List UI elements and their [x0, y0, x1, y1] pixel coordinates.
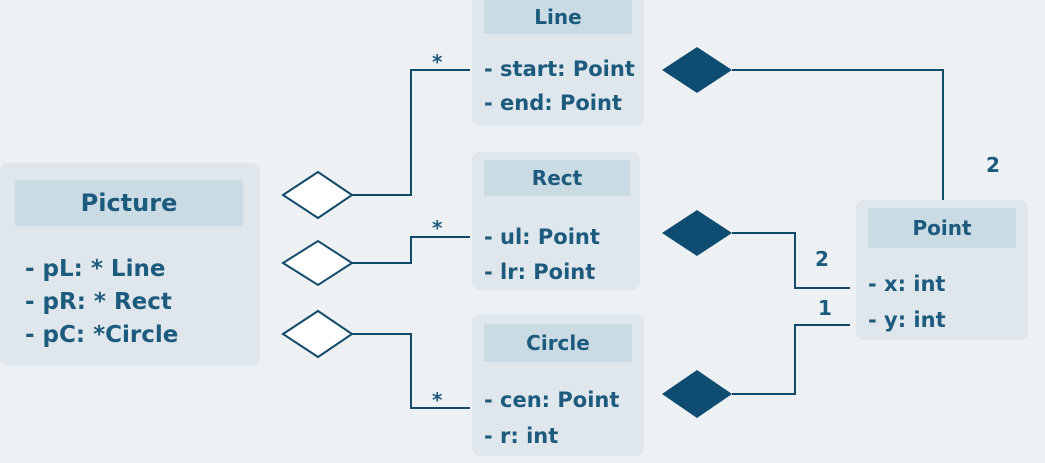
class-picture: Picture - pL: * Line - pR: * Rect - pC: …: [0, 163, 260, 366]
class-picture-title: Picture: [15, 180, 243, 226]
class-circle: Circle - cen: Point - r: int: [472, 314, 644, 456]
multiplicity-picture-rect: *: [432, 216, 443, 240]
class-circle-attributes: - cen: Point - r: int: [484, 382, 619, 454]
attribute-end: - end: Point: [484, 91, 622, 115]
attribute-x: - x: int: [868, 272, 946, 296]
class-rect-attributes: - ul: Point - lr: Point: [484, 220, 600, 290]
attribute-pr: - pR: * Rect: [25, 289, 172, 315]
class-point-attributes: - x: int - y: int: [868, 266, 946, 338]
aggregation-diamond-rect: [281, 239, 354, 287]
attribute-pl: - pL: * Line: [25, 256, 166, 282]
connector-circle-point: [732, 324, 850, 395]
multiplicity-circle-point: 1: [818, 296, 832, 320]
class-line: Line - start: Point - end: Point: [472, 0, 644, 126]
attribute-r: - r: int: [484, 424, 559, 448]
composition-diamond-rect: [662, 210, 732, 256]
connector-picture-rect: [352, 236, 470, 264]
class-point-title: Point: [868, 208, 1016, 248]
class-line-attributes: - start: Point - end: Point: [484, 52, 635, 120]
multiplicity-rect-point: 2: [815, 247, 829, 271]
class-circle-title: Circle: [484, 324, 632, 362]
connector-picture-line: [352, 69, 470, 196]
attribute-ul: - ul: Point: [484, 225, 600, 249]
multiplicity-picture-circle: *: [432, 388, 443, 412]
attribute-lr: - lr: Point: [484, 260, 596, 284]
aggregation-diamond-circle: [281, 309, 354, 359]
attribute-y: - y: int: [868, 308, 946, 332]
class-picture-attributes: - pL: * Line - pR: * Rect - pC: *Circle: [25, 253, 178, 352]
class-line-title: Line: [484, 0, 632, 34]
connector-picture-circle: [352, 333, 470, 409]
aggregation-diamond-line: [281, 170, 354, 220]
attribute-start: - start: Point: [484, 57, 635, 81]
attribute-cen: - cen: Point: [484, 388, 620, 412]
class-rect: Rect - ul: Point - lr: Point: [472, 152, 640, 290]
multiplicity-line-point: 2: [986, 153, 1000, 177]
composition-diamond-line: [662, 47, 732, 93]
connector-line-point: [732, 69, 944, 200]
connector-rect-point: [732, 232, 850, 289]
attribute-pc: - pC: *Circle: [25, 322, 179, 348]
composition-diamond-circle: [662, 370, 732, 418]
multiplicity-picture-line: *: [432, 50, 443, 74]
class-point: Point - x: int - y: int: [856, 200, 1028, 340]
class-rect-title: Rect: [484, 160, 630, 196]
